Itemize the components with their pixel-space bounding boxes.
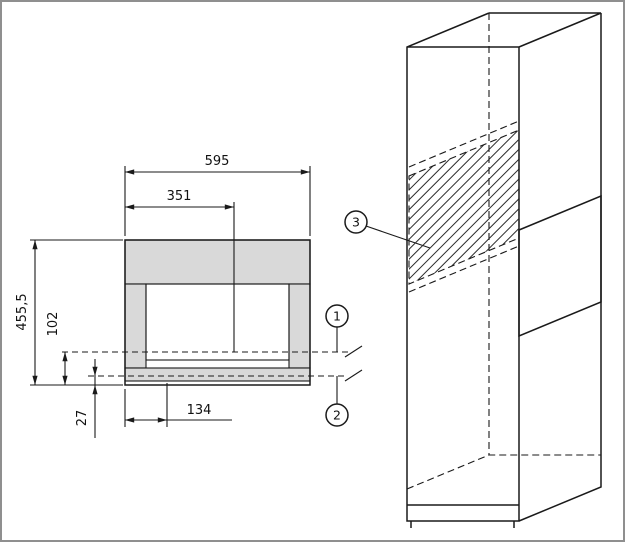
callout-1-number: 1 [333,309,341,324]
appliance-bottom-rail [124,367,311,382]
callout-3-number: 3 [352,215,360,230]
callout-2-circle [325,403,349,427]
cutline-1-break [344,345,363,358]
dim-width-total-label: 595 [205,154,230,169]
niche-shelf-bottom-hidden [408,245,520,293]
callout-2: 2 [325,376,349,427]
extension-lines [30,166,311,427]
niche-shelf-top-hidden [408,120,520,168]
appliance-side-left [124,283,147,369]
dim-side-offset-label: 134 [187,403,212,418]
callout-1-circle [325,304,349,328]
dim-height-total-label: 455,5 [15,293,30,330]
callout-3-circle [344,210,368,234]
dim-width-partial-label: 351 [167,189,192,204]
dim-bottom-clearance-label: 102 [46,312,61,337]
appliance-side-right [288,283,311,369]
cabinet-outline [406,12,602,522]
appliance-outline [124,239,311,386]
niche-hatched-area [408,129,520,285]
cutline-2-break [344,369,363,382]
callout-3: 3 [344,210,431,249]
niche-side-panel [518,194,602,338]
cabinet-feet [410,521,515,528]
dim-plinth-gap-label: 27 [75,410,90,427]
cabinet-view [406,12,602,528]
callouts: 1 2 3 [325,210,431,427]
callout-2-number: 2 [333,408,341,423]
front-view: 595 351 455,5 102 27 134 [15,154,363,438]
callout-1: 1 [325,304,349,352]
appliance-opening [145,283,290,361]
cabinet-floor-hidden [406,454,601,490]
appliance-top-panel [124,239,311,285]
